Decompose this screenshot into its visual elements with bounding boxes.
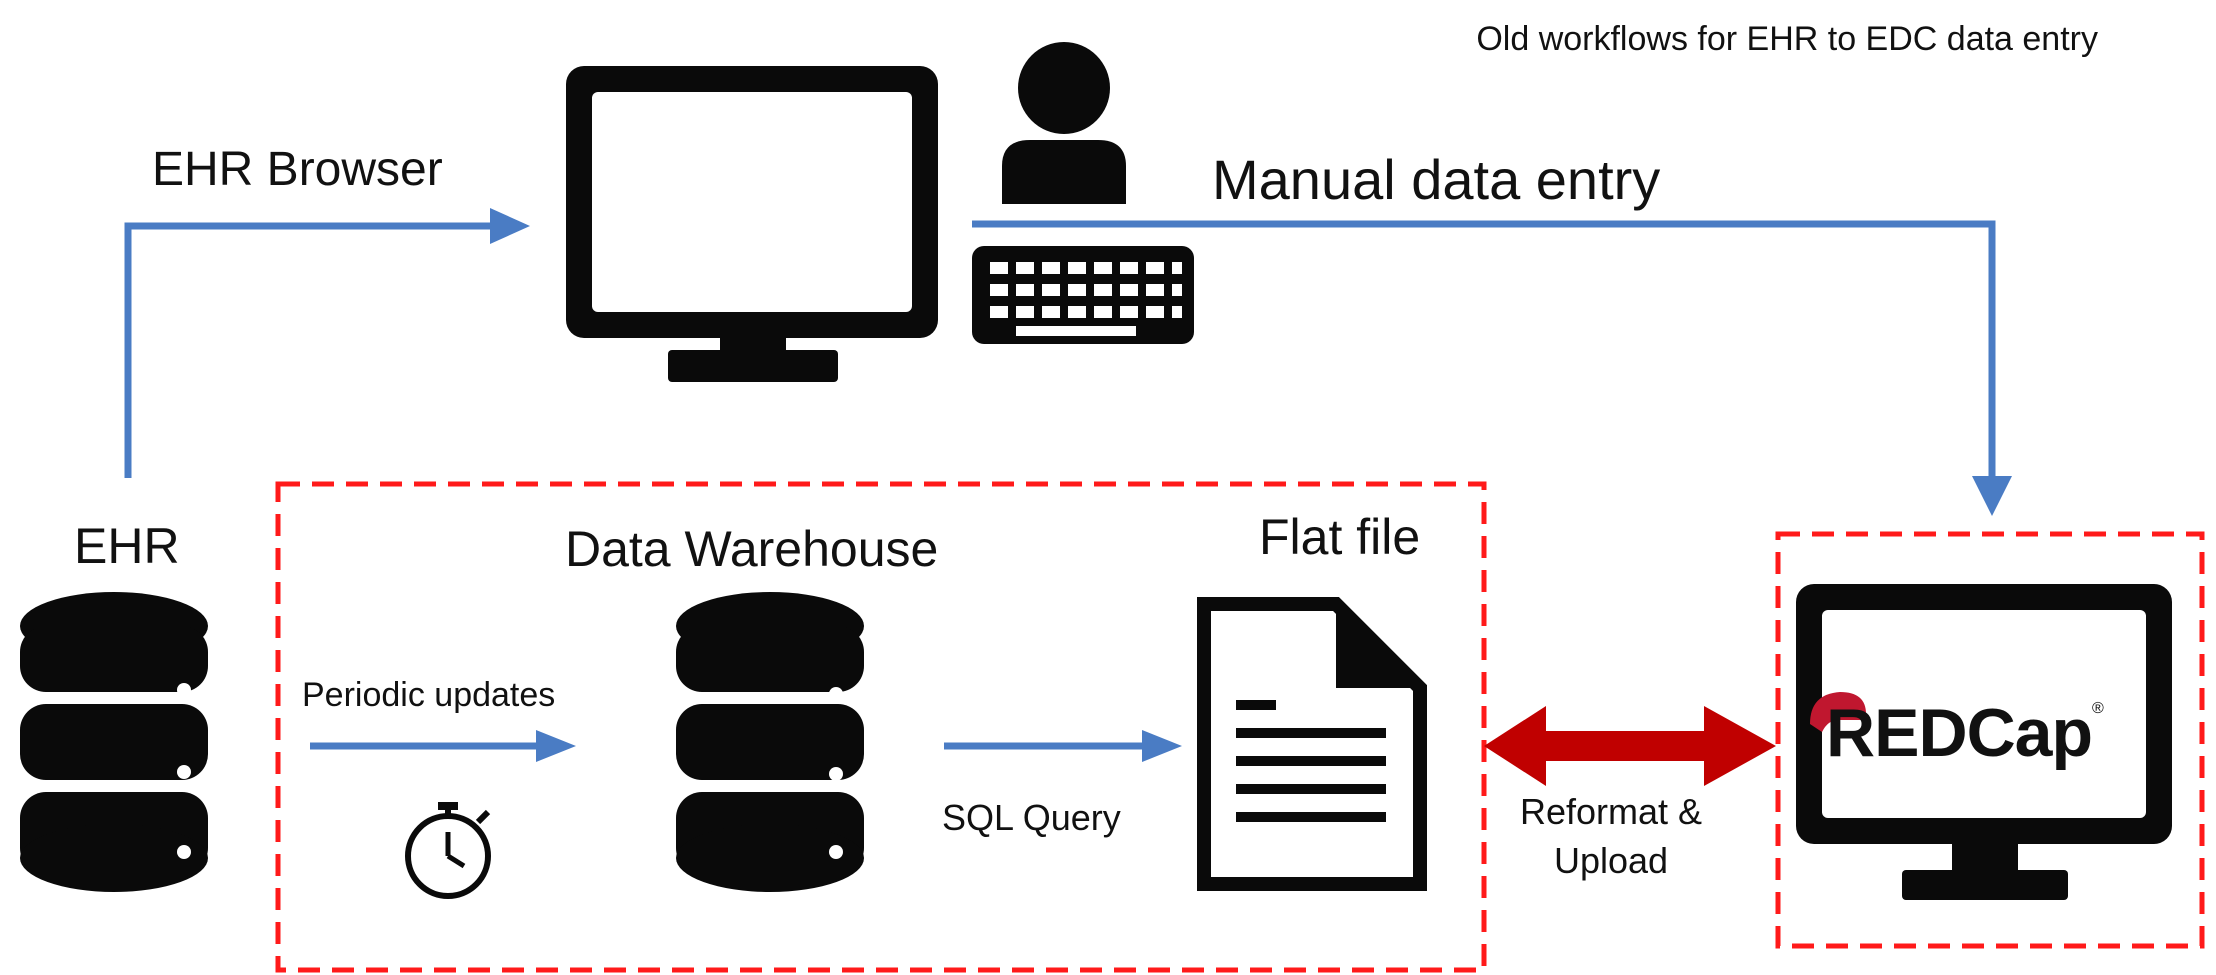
ehr-browser-arrowhead bbox=[490, 208, 530, 244]
reformat-upload-arrowhead-right bbox=[1704, 706, 1776, 786]
periodic-updates-label: Periodic updates bbox=[302, 676, 556, 714]
ehr-browser-arrow bbox=[124, 222, 494, 478]
redcap-logo: REDCap® bbox=[1826, 694, 2104, 772]
redcap-monitor-icon bbox=[1796, 584, 2172, 900]
manual-entry-arrow bbox=[972, 220, 1996, 478]
document-icon bbox=[1197, 597, 1427, 891]
redcap-logo-text: REDCap bbox=[1826, 695, 2093, 771]
ehr-database-icon bbox=[20, 592, 208, 892]
reformat-upload-line2: Upload bbox=[1553, 839, 1669, 881]
warehouse-group-box bbox=[275, 481, 1487, 973]
reformat-upload-arrow-shaft bbox=[1540, 731, 1710, 761]
periodic-updates-arrowhead bbox=[536, 730, 576, 762]
person-icon bbox=[1002, 42, 1126, 204]
ehr-label: EHR bbox=[74, 518, 180, 574]
warehouse-database-icon bbox=[676, 592, 864, 892]
reformat-upload-line1: Reformat & bbox=[1520, 791, 1703, 832]
computer-monitor-icon bbox=[566, 66, 938, 382]
manual-data-entry-label: Manual data entry bbox=[1212, 148, 1661, 211]
stopwatch-icon bbox=[405, 802, 491, 899]
redcap-group-box bbox=[1775, 531, 2205, 949]
reformat-upload-label: Reformat & Upload bbox=[1520, 788, 1702, 885]
ehr-browser-label: EHR Browser bbox=[152, 143, 443, 196]
manual-entry-arrowhead bbox=[1972, 476, 2012, 516]
flat-file-label: Flat file bbox=[1259, 509, 1421, 565]
page-title: Old workflows for EHR to EDC data entry bbox=[1476, 20, 2098, 58]
redcap-registered-mark: ® bbox=[2092, 700, 2104, 717]
sql-query-arrowhead bbox=[1142, 730, 1182, 762]
keyboard-icon bbox=[972, 246, 1194, 344]
data-warehouse-label: Data Warehouse bbox=[565, 521, 939, 577]
sql-query-label: SQL Query bbox=[942, 797, 1121, 838]
reformat-upload-arrowhead-left bbox=[1484, 706, 1546, 786]
